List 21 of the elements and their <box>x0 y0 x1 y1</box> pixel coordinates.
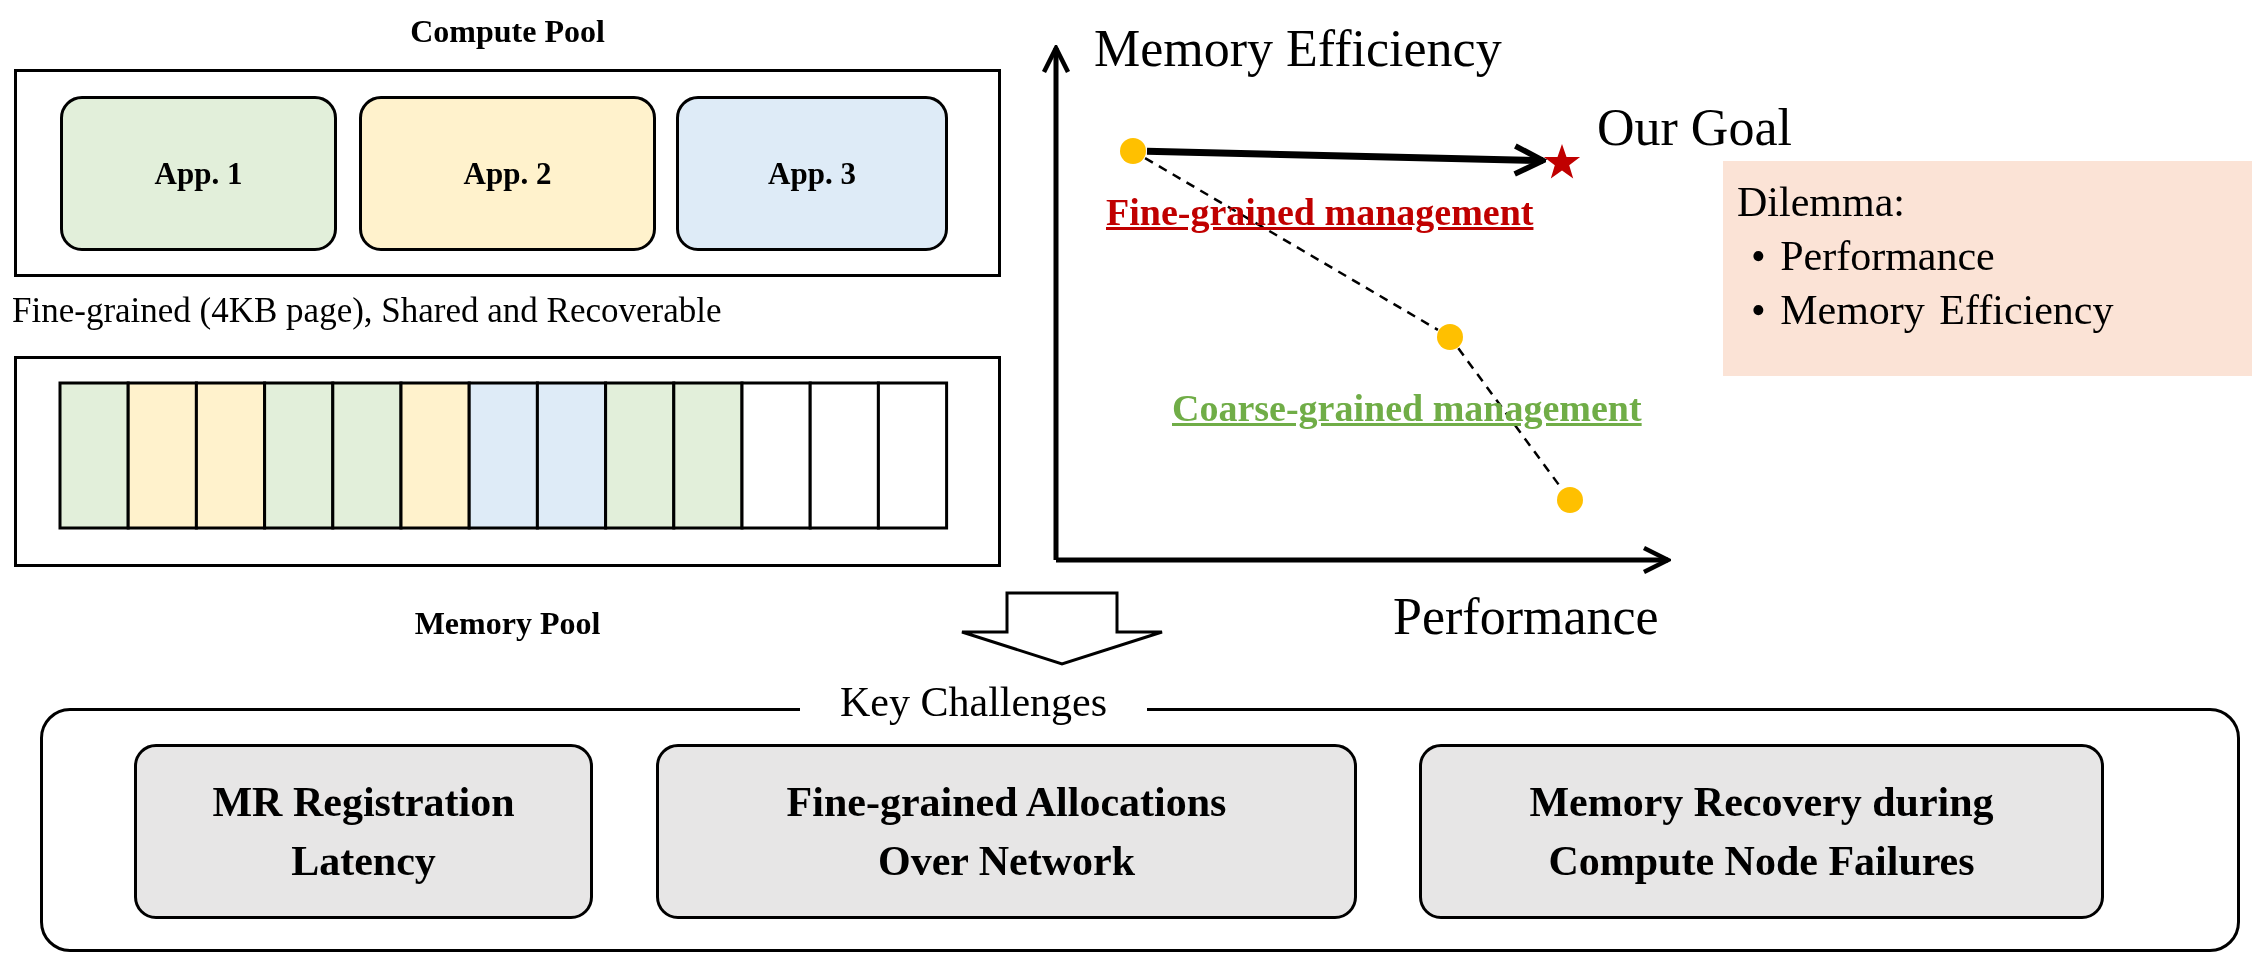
axis-label: Performance <box>1393 588 1659 646</box>
arrow <box>1146 143 1546 177</box>
pool-title: Memory Pool <box>413 603 602 643</box>
challenge-box: Fine-grained Allocations Over Network <box>656 744 1357 919</box>
app-box: App. 1 <box>60 96 337 251</box>
bullet-item: • Performance <box>1750 232 1996 281</box>
bullet-item: • Memory Efficiency <box>1750 286 2115 335</box>
app-box: App. 3 <box>676 96 948 251</box>
block-arrow <box>960 591 1164 666</box>
challenge-box: Memory Recovery during Compute Node Failures <box>1419 744 2104 919</box>
axis-label: Memory Efficiency <box>1094 20 1502 78</box>
challenge-box: MR Registration Latency <box>134 744 593 919</box>
annotation-text: Coarse-grained management <box>1172 388 1642 430</box>
caption-text: Fine-grained (4KB page), Shared and Recoverable <box>12 292 722 331</box>
dashed-line <box>1144 157 1439 331</box>
note-heading: Dilemma: <box>1737 178 1906 227</box>
annotation-text: Fine-grained management <box>1106 192 1534 234</box>
pool-title: Compute Pool <box>409 11 606 51</box>
app-box: App. 2 <box>359 96 656 251</box>
goal-label: Our Goal <box>1597 100 1792 156</box>
note-panel <box>1723 161 2252 376</box>
